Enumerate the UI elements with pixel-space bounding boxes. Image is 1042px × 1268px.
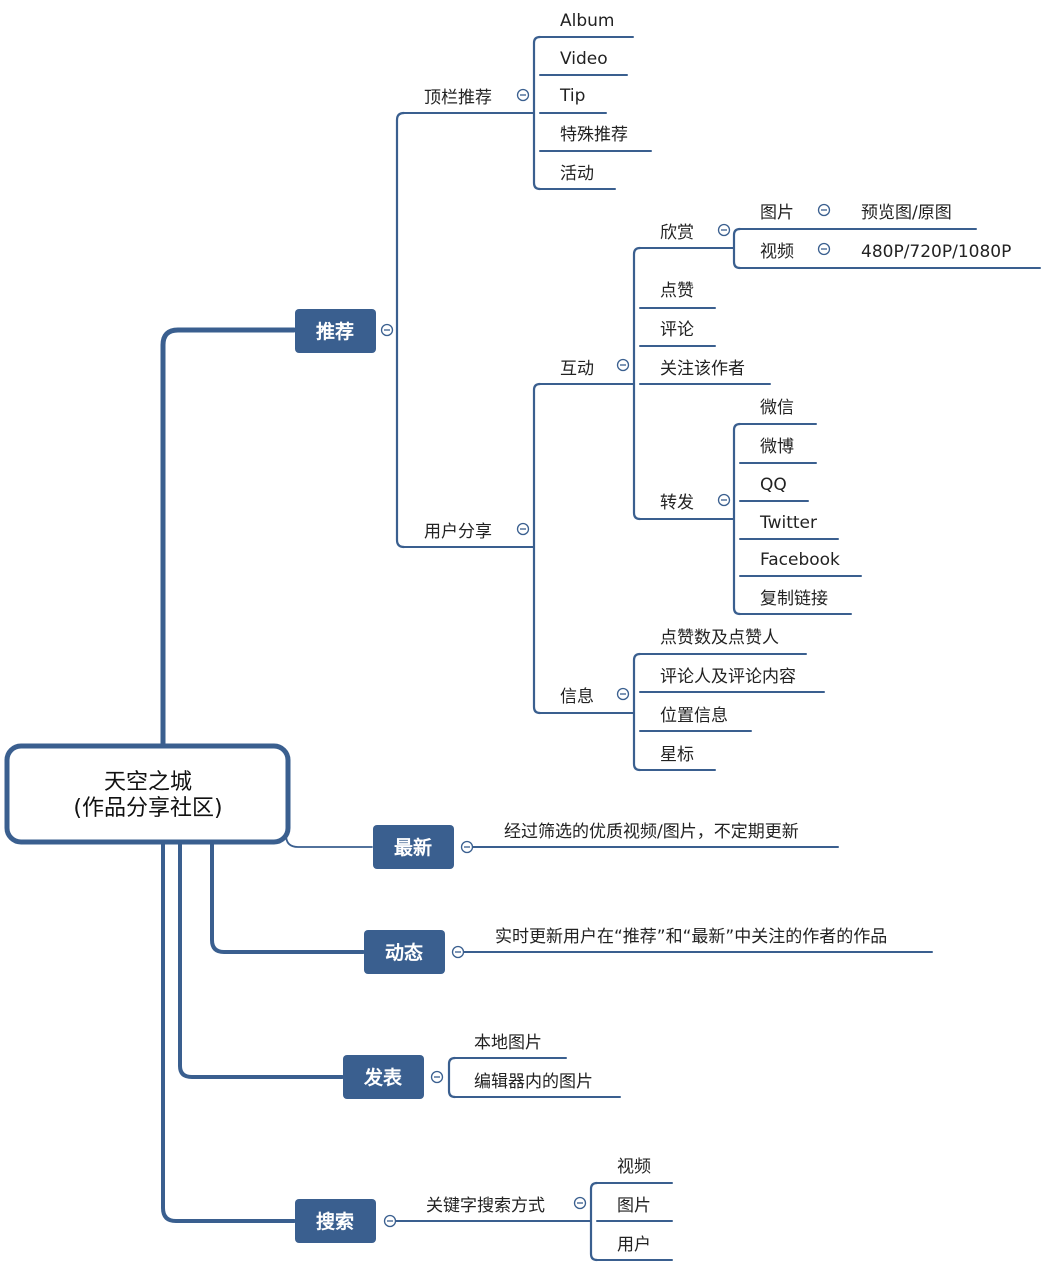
collapse-toggles <box>380 88 831 1228</box>
subtopic-image[interactable]: 图片 <box>760 203 794 223</box>
leaf-qq[interactable]: QQ <box>760 475 787 495</box>
spine-publish <box>447 1056 457 1099</box>
minus-circle-icon[interactable] <box>516 522 530 536</box>
minus-circle-icon[interactable] <box>451 945 465 959</box>
topic-box[interactable] <box>295 309 376 353</box>
spine-user-share <box>532 382 542 715</box>
spine-info <box>632 652 642 772</box>
leaf-feed-detail[interactable]: 实时更新用户在“推荐”和“最新”中关注的作者的作品 <box>495 927 887 947</box>
spine-topbar <box>532 35 542 191</box>
leaf-image-detail[interactable]: 预览图/原图 <box>861 203 952 223</box>
subtopic-keyword-search[interactable]: 关键字搜索方式 <box>426 1196 545 1216</box>
leaf-wechat[interactable]: 微信 <box>760 398 794 418</box>
spine-appreciate <box>732 227 742 270</box>
leaf-facebook[interactable]: Facebook <box>760 550 840 570</box>
topic-label: 动态 <box>385 941 423 964</box>
root-title: 天空之城 <box>104 770 192 795</box>
subtopic-user-share[interactable]: 用户分享 <box>424 522 492 542</box>
leaf-follow[interactable]: 关注该作者 <box>660 359 745 379</box>
trunk-feed <box>210 840 365 954</box>
minus-circle-icon[interactable] <box>817 203 831 217</box>
leaf-video[interactable]: Video <box>560 49 608 69</box>
minus-circle-icon[interactable] <box>460 840 474 854</box>
minus-circle-icon[interactable] <box>616 687 630 701</box>
topic-box[interactable] <box>373 825 454 869</box>
spine-interact <box>632 246 642 521</box>
minus-circle-icon[interactable] <box>717 493 731 507</box>
leaf-video-detail[interactable]: 480P/720P/1080P <box>861 242 1011 262</box>
subtopic-topbar[interactable]: 顶栏推荐 <box>424 88 492 108</box>
trunk-latest <box>285 834 373 848</box>
leaf-latest-detail[interactable]: 经过筛选的优质视频/图片，不定期更新 <box>504 822 799 842</box>
subtopic-interact[interactable]: 互动 <box>560 359 594 379</box>
root-subtitle: (作品分享社区) <box>73 796 222 821</box>
topic-recommend[interactable]: 推荐 <box>295 309 376 353</box>
leaf-special[interactable]: 特殊推荐 <box>560 125 628 145</box>
minus-circle-icon[interactable] <box>717 223 731 237</box>
minus-circle-icon[interactable] <box>516 88 530 102</box>
spine-search-method <box>589 1181 599 1262</box>
spine-forward <box>732 422 742 616</box>
leaf-star[interactable]: 星标 <box>660 745 694 765</box>
leaf-activity[interactable]: 活动 <box>560 164 594 184</box>
trunk-search <box>161 840 296 1223</box>
topic-label: 搜索 <box>316 1210 354 1233</box>
leaf-copy-link[interactable]: 复制链接 <box>760 589 828 609</box>
subtopic-info[interactable]: 信息 <box>560 687 594 707</box>
subtopic-forward[interactable]: 转发 <box>660 493 694 513</box>
topic-box[interactable] <box>343 1055 424 1099</box>
leaf-like-count[interactable]: 点赞数及点赞人 <box>660 628 779 648</box>
topic-box[interactable] <box>295 1199 376 1243</box>
subtopic-appreciate[interactable]: 欣赏 <box>660 223 694 243</box>
minus-circle-icon[interactable] <box>616 358 630 372</box>
subtopic-labels: 顶栏推荐 Album Video Tip 特殊推荐 活动 用户分享 互动 信息 … <box>424 11 1011 1255</box>
trunk-publish <box>178 840 344 1079</box>
spine-recommend <box>395 111 406 549</box>
leaf-tip[interactable]: Tip <box>559 86 585 106</box>
leaf-twitter[interactable]: Twitter <box>759 513 817 533</box>
leaf-local-image[interactable]: 本地图片 <box>474 1033 542 1053</box>
minus-circle-icon[interactable] <box>573 1196 587 1210</box>
connector-lines <box>160 35 1041 1262</box>
leaf-search-video[interactable]: 视频 <box>617 1157 651 1177</box>
topic-publish[interactable]: 发表 <box>343 1055 424 1099</box>
minus-circle-icon[interactable] <box>430 1070 444 1084</box>
root-node[interactable]: 天空之城 (作品分享社区) <box>4 743 291 845</box>
leaf-comment-content[interactable]: 评论人及评论内容 <box>660 667 796 687</box>
minus-circle-icon[interactable] <box>380 323 394 337</box>
leaf-weibo[interactable]: 微博 <box>760 437 794 457</box>
topic-search[interactable]: 搜索 <box>295 1199 376 1243</box>
minus-circle-icon[interactable] <box>383 1214 397 1228</box>
leaf-album[interactable]: Album <box>560 11 614 31</box>
leaf-location[interactable]: 位置信息 <box>660 706 728 726</box>
topic-label: 发表 <box>363 1066 403 1089</box>
topic-latest[interactable]: 最新 <box>373 825 454 869</box>
topic-box[interactable] <box>364 930 445 974</box>
leaf-like[interactable]: 点赞 <box>660 281 694 301</box>
leaf-search-user[interactable]: 用户 <box>617 1235 651 1255</box>
topic-feed[interactable]: 动态 <box>364 930 445 974</box>
leaf-search-image[interactable]: 图片 <box>617 1196 651 1216</box>
leaf-comment[interactable]: 评论 <box>660 320 694 340</box>
topic-label: 最新 <box>394 836 432 859</box>
topic-label: 推荐 <box>316 320 354 343</box>
subtopic-video[interactable]: 视频 <box>760 242 794 262</box>
leaf-editor-image[interactable]: 编辑器内的图片 <box>474 1072 593 1092</box>
trunk-recommend <box>160 327 297 749</box>
minus-circle-icon[interactable] <box>817 242 831 256</box>
root-node-box[interactable] <box>4 743 291 845</box>
